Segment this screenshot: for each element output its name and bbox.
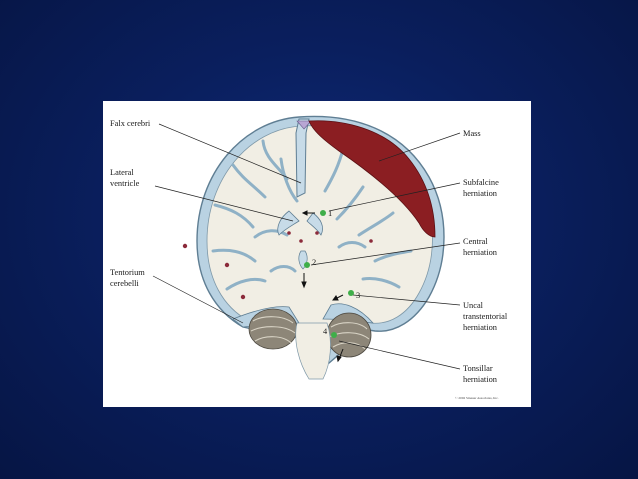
marker-2-label: 2 bbox=[312, 258, 316, 267]
figure-panel: 1 2 3 4 bbox=[103, 101, 531, 407]
marker-1: 1 bbox=[320, 209, 332, 218]
brain-section: 1 2 3 4 bbox=[182, 115, 445, 380]
label-uncal-line1: Uncal bbox=[463, 301, 484, 310]
label-lateral-ventricle-line1: Lateral bbox=[110, 168, 134, 177]
label-subfalcine-line2: herniation bbox=[463, 189, 498, 198]
mass bbox=[308, 120, 436, 238]
herniation-arrows bbox=[301, 210, 344, 363]
label-tonsillar-line1: Tonsillar bbox=[463, 364, 493, 373]
cerebellum-left bbox=[248, 308, 298, 350]
label-central-line2: herniation bbox=[463, 248, 498, 257]
label-mass: Mass bbox=[463, 129, 481, 138]
label-central-line1: Central bbox=[463, 237, 488, 246]
brain-herniation-diagram: 1 2 3 4 bbox=[110, 115, 508, 401]
copyright-credit: © 2002 Sinauer Associates, Inc. bbox=[455, 395, 499, 401]
lateral-ventricle-right bbox=[306, 212, 323, 236]
label-falx-cerebri: Falx cerebri bbox=[110, 119, 151, 128]
label-tonsillar-line2: herniation bbox=[463, 375, 498, 384]
label-lateral-ventricle-line2: ventricle bbox=[110, 179, 140, 188]
superior-sinus bbox=[296, 120, 312, 130]
marker-1-label: 1 bbox=[328, 209, 332, 218]
falx-cerebri bbox=[295, 118, 310, 198]
marker-4-label: 4 bbox=[323, 327, 328, 336]
label-subfalcine-line1: Subfalcine bbox=[463, 178, 499, 187]
marker-4: 4 bbox=[323, 327, 337, 338]
label-tentorium-line2: cerebelli bbox=[110, 279, 139, 288]
vessels bbox=[182, 231, 373, 300]
label-tentorium-line1: Tentorium bbox=[110, 268, 145, 277]
marker-2: 2 bbox=[304, 258, 316, 268]
brainstem bbox=[295, 322, 331, 380]
leader-lines bbox=[152, 123, 461, 370]
label-uncal-line2: transtentorial bbox=[463, 312, 508, 321]
label-uncal-line3: herniation bbox=[463, 323, 498, 332]
lateral-ventricle-left bbox=[277, 210, 300, 236]
